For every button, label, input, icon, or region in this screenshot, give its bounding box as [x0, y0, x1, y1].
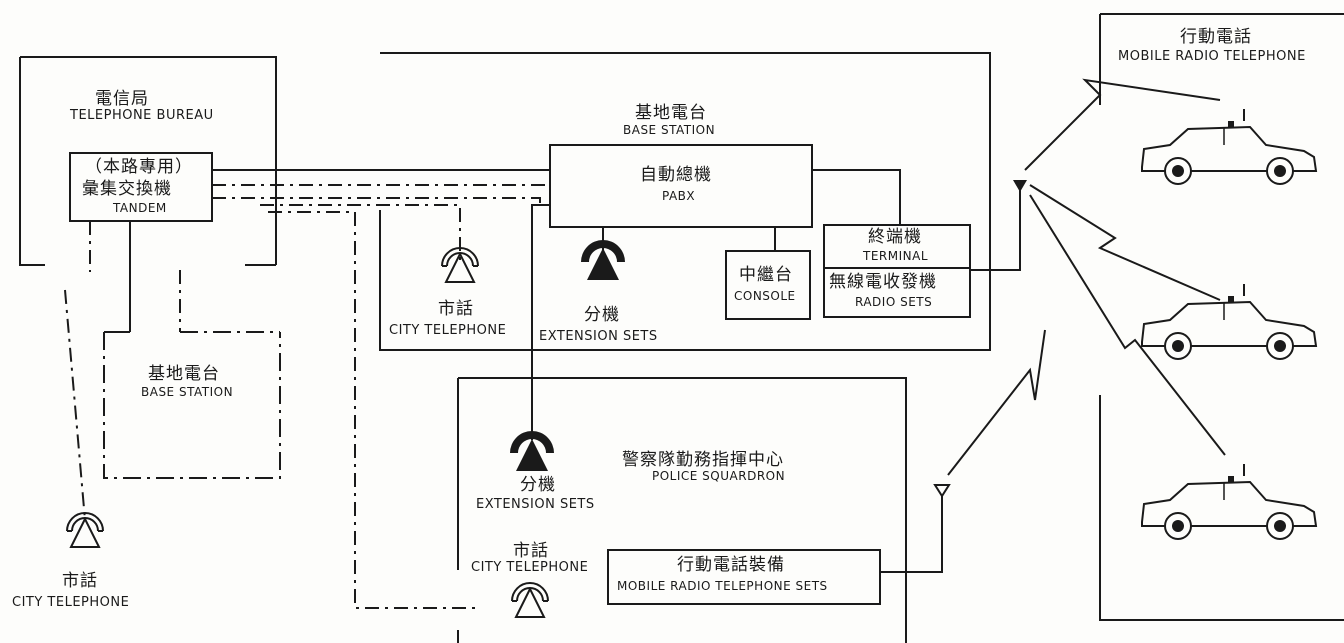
- phone-ext-mid-icon: [581, 240, 625, 280]
- base-station-dashed-en: BASE STATION: [141, 386, 233, 400]
- phone-ext-police-icon: [510, 431, 554, 471]
- ext-sets-mid-en: EXTENSION SETS: [539, 330, 658, 345]
- ext-sets-police-zh: 分機: [520, 476, 556, 496]
- tandem-line2: 彙集交換機: [82, 180, 172, 200]
- mobile-sets-en: MOBILE RADIO TELEPHONE SETS: [617, 580, 828, 594]
- pabx-box: [550, 145, 812, 227]
- radio-link-4: [948, 330, 1045, 475]
- police-en: POLICE SQUARDRON: [652, 470, 785, 484]
- terminal-zh: 終端機: [868, 228, 922, 248]
- phone-mid-icon: [442, 248, 478, 282]
- car-icon: [1142, 109, 1316, 184]
- tandem-line1: （本路專用）: [85, 158, 193, 178]
- police-zh: 警察隊勤務指揮中心: [622, 451, 784, 471]
- bureau-title-zh: 電信局: [95, 90, 149, 110]
- mobile-en: MOBILE RADIO TELEPHONE: [1118, 50, 1306, 65]
- city-phone-mid-en: CITY TELEPHONE: [389, 324, 506, 339]
- city-phone-police-zh: 市話: [513, 542, 549, 562]
- base-station-dashed-frame: [104, 332, 280, 478]
- radio-sets-en: RADIO SETS: [855, 296, 932, 310]
- terminal-en: TERMINAL: [863, 250, 928, 264]
- bureau-title-en: TELEPHONE BUREAU: [70, 109, 214, 124]
- mobile-sets-zh: 行動電話裝備: [677, 556, 785, 576]
- radio-sets-zh: 無線電收發機: [829, 273, 937, 293]
- city-phone-left-zh: 市話: [62, 572, 98, 592]
- antenna-police-icon: [935, 485, 949, 496]
- city-phone-mid-zh: 市話: [438, 300, 474, 320]
- antenna-base-icon: [1013, 180, 1027, 192]
- mobile-zh: 行動電話: [1180, 28, 1252, 48]
- ext-sets-police-en: EXTENSION SETS: [476, 498, 595, 513]
- phone-left-icon: [67, 513, 103, 547]
- pabx-zh: 自動總機: [640, 166, 712, 186]
- console-zh: 中繼台: [739, 266, 793, 286]
- pabx-en: PABX: [662, 190, 695, 204]
- city-phone-left-en: CITY TELEPHONE: [12, 596, 129, 611]
- console-en: CONSOLE: [734, 290, 796, 304]
- phone-police-icon: [512, 583, 548, 617]
- car-icon: [1142, 464, 1316, 539]
- base-station-dashed-zh: 基地電台: [148, 365, 220, 385]
- car-icon: [1142, 284, 1316, 359]
- base-station-en: BASE STATION: [623, 124, 715, 138]
- base-station-zh: 基地電台: [635, 104, 707, 124]
- ext-sets-mid-zh: 分機: [584, 306, 620, 326]
- city-phone-police-en: CITY TELEPHONE: [471, 561, 588, 576]
- tandem-line3: TANDEM: [113, 202, 167, 216]
